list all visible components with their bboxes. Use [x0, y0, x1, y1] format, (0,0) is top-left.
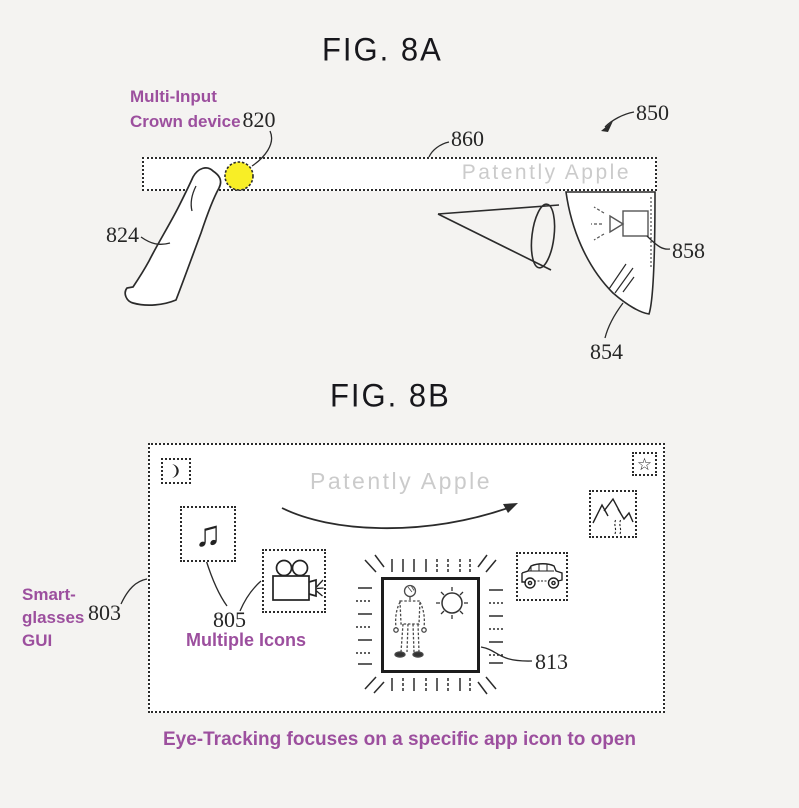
eye-tracking-caption: Eye-Tracking focuses on a specific app i…	[162, 729, 636, 750]
nav-crescent-button	[161, 458, 191, 484]
crown-label-line2-row: Crown device820	[130, 108, 276, 133]
ref-803: 803	[88, 600, 121, 625]
gui-label-line3: GUI	[22, 631, 53, 650]
mountains-icon	[592, 497, 634, 535]
crown-device-label: Multi-Input Crown device820	[130, 85, 276, 133]
video-camera-icon	[272, 559, 324, 601]
ref-854: 854	[590, 339, 623, 364]
ref-858: 858	[672, 238, 705, 263]
watermark-8a: Patently Apple	[461, 161, 631, 184]
truck-app-icon	[516, 552, 568, 601]
fig-8b-title: FIG. 8B	[330, 377, 451, 414]
music-app-icon: ♫	[180, 506, 236, 562]
fig8a-leader-lines	[140, 111, 671, 339]
lens-drawing	[565, 191, 656, 315]
person-sun-app-icon-selected	[381, 577, 480, 673]
crown-label-line2: Crown device	[130, 112, 241, 131]
multiple-icons-label: Multiple Icons	[186, 630, 307, 650]
crown-label-line1: Multi-Input	[130, 87, 217, 106]
favorites-button: ☆	[632, 452, 657, 476]
watermark-8b: Patently Apple	[310, 468, 493, 494]
ref-824: 824	[106, 222, 139, 247]
ref-820: 820	[242, 107, 276, 132]
video-app-icon	[262, 549, 326, 613]
fig-8a-title: FIG. 8A	[322, 31, 443, 68]
ref-850: 850	[636, 100, 669, 125]
person-sun-icon	[393, 584, 468, 658]
camera-symbol	[591, 206, 649, 241]
ref-860: 860	[451, 126, 484, 151]
star-icon: ☆	[636, 454, 653, 474]
gui-label-line1: Smart-	[22, 585, 76, 604]
music-note-icon: ♫	[194, 513, 222, 554]
truck-icon	[521, 563, 563, 589]
smartglasses-gui-label: Smart- glasses GUI	[22, 583, 84, 652]
gui-label-line2: glasses	[22, 608, 85, 627]
ref-813: 813	[535, 649, 568, 674]
photos-app-icon	[589, 490, 637, 538]
glasses-temple-bar: Patently Apple	[142, 157, 657, 191]
arrowhead-850	[601, 121, 613, 132]
view-cone	[437, 203, 560, 271]
crescent-icon	[172, 464, 179, 478]
